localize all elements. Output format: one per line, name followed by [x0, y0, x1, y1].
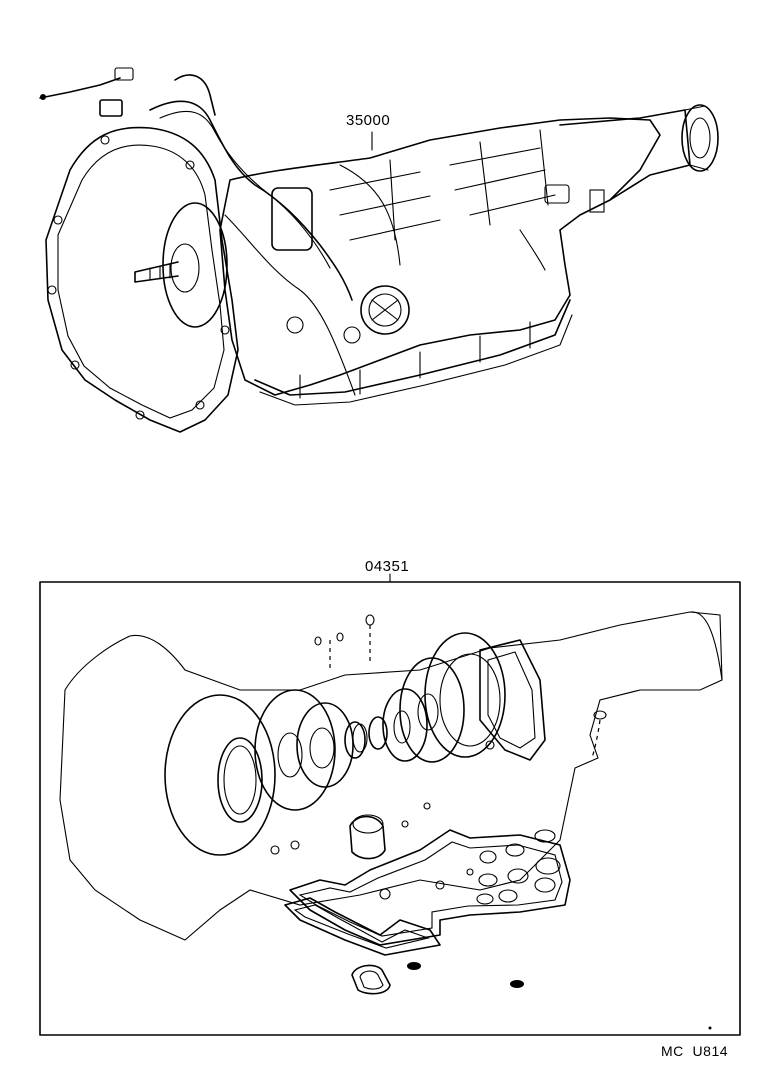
illustration-code: MC U814 — [661, 1043, 729, 1059]
kit-frame — [39, 581, 741, 1036]
separator-gasket — [284, 897, 441, 956]
bell-housing-flange — [45, 126, 239, 433]
transmission-assembly-drawing — [39, 67, 719, 433]
flange-bolt-holes — [47, 135, 230, 420]
speedometer-cable — [39, 77, 121, 99]
case-ribs — [329, 147, 556, 241]
main-case — [219, 117, 661, 396]
plug-seal-2 — [510, 980, 524, 988]
valve-body-gasket — [289, 829, 571, 946]
gasket-ports — [379, 829, 561, 905]
converter-housing — [162, 202, 228, 328]
harness-connector — [99, 99, 123, 117]
gasket-kit-drawing — [39, 573, 741, 1036]
part-number-04351: 04351 — [365, 558, 410, 575]
tail-flange — [681, 104, 719, 172]
rear-gasket-plate — [479, 639, 546, 761]
wiring-harness — [149, 100, 353, 301]
filter-gasket — [351, 964, 391, 995]
part-number-35000: 35000 — [346, 112, 391, 129]
o-rings — [270, 614, 607, 855]
input-shaft — [134, 261, 179, 283]
plug-seal-1 — [407, 962, 421, 970]
front-seal-large — [164, 694, 276, 856]
phantom-transmission-outline — [59, 611, 723, 941]
input-boss — [170, 243, 200, 293]
solenoid-block — [271, 187, 313, 251]
front-seal-inner — [217, 737, 263, 823]
accumulator-cover — [360, 285, 410, 335]
extension-housing — [559, 109, 691, 201]
strainer-seal — [349, 815, 386, 860]
bell-housing-inner — [57, 144, 225, 419]
clutch-seal-stack — [254, 632, 506, 811]
